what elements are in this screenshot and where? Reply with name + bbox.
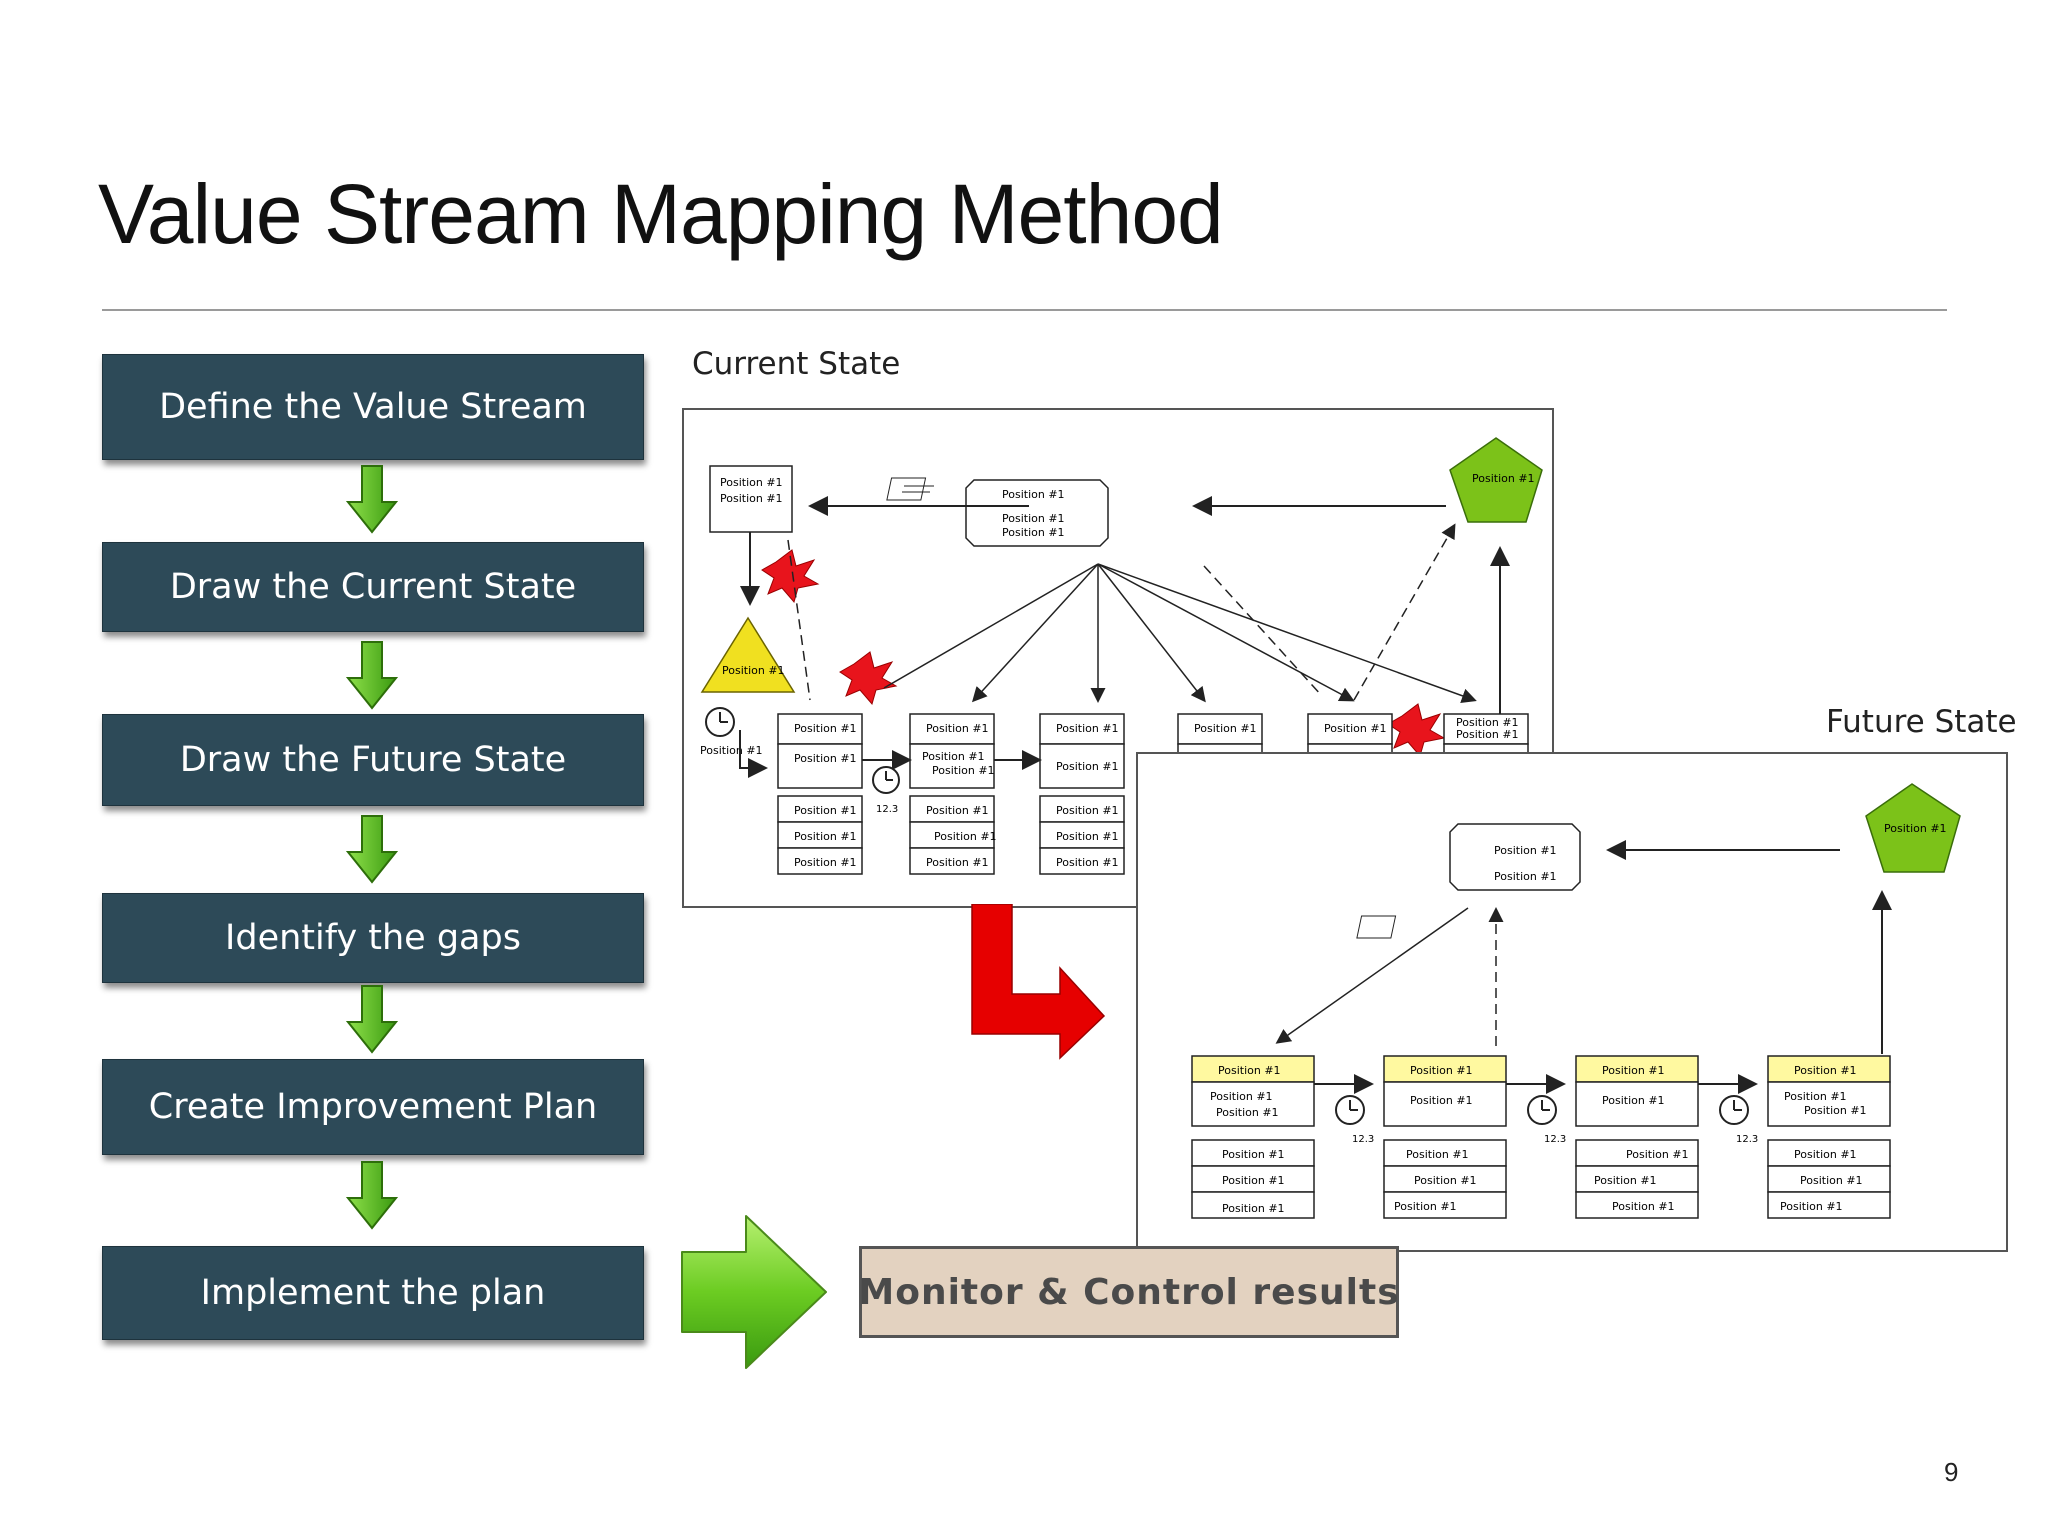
svg-text:Position #1: Position #1 [932, 764, 995, 777]
svg-text:Position #1: Position #1 [1784, 1090, 1847, 1103]
step-implement-plan[interactable]: Implement the plan [102, 1246, 644, 1340]
svg-text:Position #1: Position #1 [794, 856, 857, 869]
future-state-map: Position #1 Position #1 Position #1 Posi… [1136, 752, 2008, 1252]
step-identify-gaps[interactable]: Identify the gaps [102, 893, 644, 983]
transition-arrow-icon [971, 904, 1106, 1060]
customer-pentagon-icon [1449, 437, 1543, 523]
svg-text:Position #1: Position #1 [1324, 722, 1387, 735]
svg-text:Position #1: Position #1 [1056, 804, 1119, 817]
down-arrow-icon [346, 465, 398, 534]
svg-text:Position #1: Position #1 [1494, 844, 1557, 857]
svg-text:Position #1: Position #1 [922, 750, 985, 763]
step-draw-future-state[interactable]: Draw the Future State [102, 714, 644, 806]
svg-text:Position #1: Position #1 [1002, 488, 1065, 501]
svg-text:Position #1: Position #1 [1056, 830, 1119, 843]
svg-text:Position #1: Position #1 [1456, 716, 1519, 729]
svg-text:Position #1: Position #1 [1612, 1200, 1675, 1213]
svg-text:Position #1: Position #1 [1394, 1200, 1457, 1213]
svg-text:Position #1: Position #1 [1626, 1148, 1689, 1161]
monitor-control-results-box[interactable]: Monitor & Control results [858, 1246, 1399, 1338]
svg-text:Position #1: Position #1 [1218, 1064, 1281, 1077]
svg-text:Position #1: Position #1 [926, 804, 989, 817]
down-arrow-icon [346, 641, 398, 710]
svg-text:Position #1: Position #1 [1410, 1064, 1473, 1077]
step-create-improvement-plan[interactable]: Create Improvement Plan [102, 1059, 644, 1155]
slide-title: Value Stream Mapping Method [98, 167, 1224, 261]
future-state-label: Future State [1826, 704, 2017, 740]
svg-text:Position #1: Position #1 [1494, 870, 1557, 883]
pos-label: Position #1 [720, 492, 783, 505]
title-divider [102, 309, 1947, 311]
pos-label: Position #1 [720, 476, 783, 489]
page-number: 9 [1944, 1457, 1959, 1487]
svg-text:Position #1: Position #1 [1210, 1090, 1273, 1103]
current-state-map: Position #1 Position #1 Position #1 Posi… [682, 408, 1554, 908]
svg-text:12.3: 12.3 [876, 804, 898, 815]
svg-text:Position #1: Position #1 [1056, 722, 1119, 735]
svg-text:Position #1: Position #1 [1884, 822, 1947, 835]
svg-text:Position #1: Position #1 [1602, 1064, 1665, 1077]
svg-text:Position #1: Position #1 [926, 722, 989, 735]
svg-text:Position #1: Position #1 [1222, 1202, 1285, 1215]
customer-pentagon-icon [1865, 783, 1961, 873]
supplier-box [709, 465, 793, 533]
svg-text:Position #1: Position #1 [1002, 526, 1065, 539]
step-define-value-stream[interactable]: Define the Value Stream [102, 354, 644, 460]
svg-text:Position #1: Position #1 [1002, 512, 1065, 525]
clock-icon [1527, 1095, 1557, 1125]
svg-text:Position #1: Position #1 [1456, 728, 1519, 741]
svg-text:Position #1: Position #1 [934, 830, 997, 843]
svg-text:Position #1: Position #1 [1216, 1106, 1279, 1119]
clock-icon [1719, 1095, 1749, 1125]
svg-text:Position #1: Position #1 [1602, 1094, 1665, 1107]
svg-text:Position #1: Position #1 [700, 744, 763, 757]
kaizen-burst-icon [761, 549, 820, 604]
svg-text:Position #1: Position #1 [794, 722, 857, 735]
production-control-box [965, 479, 1109, 547]
step-draw-current-state[interactable]: Draw the Current State [102, 542, 644, 632]
svg-text:Position #1: Position #1 [1800, 1174, 1863, 1187]
svg-text:Position #1: Position #1 [1056, 856, 1119, 869]
svg-text:Position #1: Position #1 [1804, 1104, 1867, 1117]
down-arrow-icon [346, 1161, 398, 1230]
svg-text:Position #1: Position #1 [1222, 1174, 1285, 1187]
svg-text:12.3: 12.3 [1352, 1134, 1374, 1145]
svg-text:Position #1: Position #1 [1794, 1064, 1857, 1077]
kaizen-burst-icon [839, 651, 898, 706]
svg-text:Position #1: Position #1 [794, 830, 857, 843]
electronic-info-icon [886, 477, 934, 501]
svg-text:Position #1: Position #1 [794, 752, 857, 765]
production-control-box [1449, 823, 1581, 891]
clock-icon [1335, 1095, 1365, 1125]
svg-text:Position #1: Position #1 [1780, 1200, 1843, 1213]
svg-text:Position #1: Position #1 [794, 804, 857, 817]
svg-text:Position #1: Position #1 [1410, 1094, 1473, 1107]
inventory-triangle-icon [700, 616, 796, 693]
svg-text:12.3: 12.3 [1544, 1134, 1566, 1145]
svg-text:Position #1: Position #1 [1794, 1148, 1857, 1161]
kaizen-burst-icon [1387, 703, 1446, 758]
right-arrow-icon [681, 1215, 827, 1369]
svg-text:Position #1: Position #1 [1472, 472, 1535, 485]
svg-text:Position #1: Position #1 [1406, 1148, 1469, 1161]
svg-text:Position #1: Position #1 [1414, 1174, 1477, 1187]
current-state-label: Current State [692, 346, 901, 382]
svg-text:Position #1: Position #1 [1056, 760, 1119, 773]
electronic-info-icon [1356, 915, 1397, 939]
svg-text:Position #1: Position #1 [722, 664, 785, 677]
svg-text:Position #1: Position #1 [926, 856, 989, 869]
down-arrow-icon [346, 815, 398, 884]
svg-text:Position #1: Position #1 [1222, 1148, 1285, 1161]
svg-text:Position #1: Position #1 [1594, 1174, 1657, 1187]
down-arrow-icon [346, 985, 398, 1054]
svg-text:Position #1: Position #1 [1194, 722, 1257, 735]
svg-text:12.3: 12.3 [1736, 1134, 1758, 1145]
